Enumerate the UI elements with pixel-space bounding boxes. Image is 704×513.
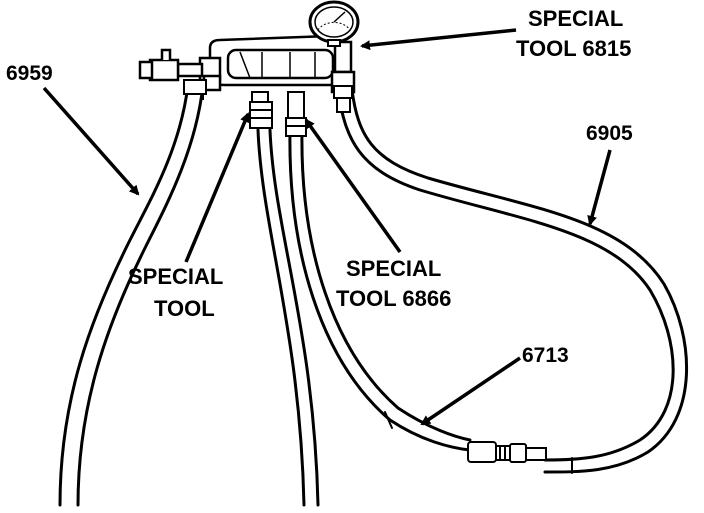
hose-coupler [467,441,547,463]
label-special-tool-line2: TOOL [154,296,215,321]
label-special-tool-line1: SPECIAL [128,264,223,289]
pressure-gauge [308,0,360,47]
hose-6959 [58,83,320,507]
label-special-tool-6815-line2: TOOL 6815 [516,36,631,61]
label-6713: 6713 [522,344,569,367]
label-special-tool-6815-line1: SPECIAL [528,6,623,31]
fitting-special-tool-6866 [285,91,307,137]
label-6905: 6905 [586,122,633,145]
manifold-assembly [138,34,356,94]
label-special-tool-6866-line2: TOOL 6866 [336,286,451,311]
fitting-special-tool [249,91,273,129]
hose-fitting-left [183,79,207,100]
hose-fitting-right [333,85,353,113]
label-special-tool-6866-line1: SPECIAL [346,256,441,281]
hose-6713 [288,128,472,452]
hose-6905 [336,88,689,474]
label-6959: 6959 [6,62,53,85]
leader-arrows [42,28,612,426]
